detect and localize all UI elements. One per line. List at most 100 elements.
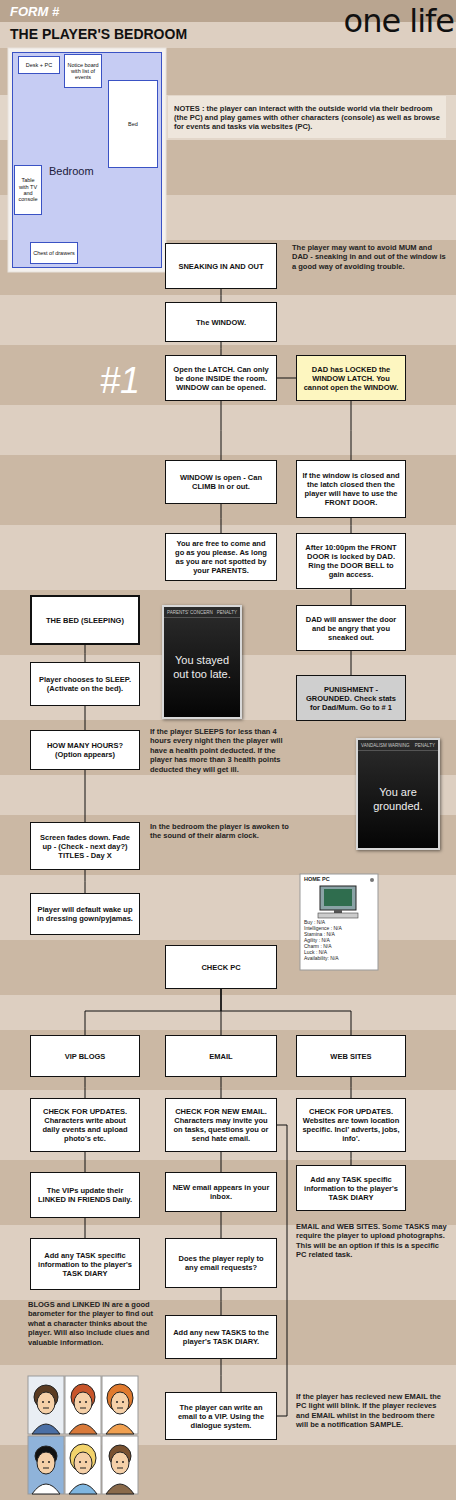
bands-part (0, 295, 456, 345)
icon-space (304, 883, 374, 919)
connector (221, 1152, 222, 1172)
vip-faces-part-part (102, 1436, 138, 1494)
connector (351, 589, 352, 605)
process-box: CHECK FOR UPDATES. Characters write abou… (30, 1098, 140, 1152)
process-box: Add any TASK specific information to the… (296, 1165, 406, 1211)
node-text: The player can write an email to a VIP. … (171, 1403, 271, 1430)
section-box: THE BED (SLEEPING) (30, 595, 140, 645)
room-area: BedroomDesk + PCNotice board with list o… (12, 52, 162, 268)
bands-part (0, 405, 456, 455)
annotation: BLOGS and LINKED IN are a good barometer… (28, 1300, 156, 1347)
node-text: Open the LATCH. Can only be done INSIDE … (171, 365, 271, 392)
process-box: Player will default wake up in dressing … (30, 893, 140, 935)
vip-faces-part-part (42, 1401, 44, 1403)
vip-faces-part-part (79, 1461, 81, 1463)
connector (221, 1359, 222, 1392)
node-text: Bed (128, 121, 138, 127)
connector (221, 989, 351, 1035)
vip-faces (28, 1376, 138, 1494)
pc-card (300, 874, 378, 970)
penalty-card: PARENTS' CONCERNPENALTYYou stayed out to… (162, 605, 242, 719)
process-box: DAD will answer the door and be angry th… (296, 605, 406, 651)
annotation: In the bedroom the player is awoken to t… (150, 822, 298, 841)
connector (277, 378, 296, 379)
vip-faces-part (65, 1376, 101, 1434)
connector (221, 504, 222, 533)
process-box: SNEAKING IN AND OUT (165, 243, 277, 289)
connector (221, 401, 222, 460)
connector (221, 342, 222, 355)
callout-number: #1 (100, 360, 160, 402)
bands-part (0, 1300, 456, 1365)
process-box: Screen fades down. Fade up - (Check - ne… (30, 822, 140, 870)
process-box: The player can write an email to a VIP. … (165, 1392, 277, 1440)
node-text: EMAIL (209, 1052, 232, 1061)
annotation: EMAIL and WEB SITES. Some TASKS may requ… (296, 1222, 448, 1260)
furniture-box: Chest of drawers (30, 242, 78, 264)
pc-card-part (318, 913, 358, 918)
process-box: Open the LATCH. Can only be done INSIDE … (165, 355, 277, 401)
pc-card-part (324, 889, 352, 906)
vip-faces-part-part (80, 1468, 86, 1469)
bands-part (0, 525, 456, 590)
connector (351, 1152, 352, 1165)
connector (277, 1125, 287, 1416)
logo-text: one life (318, 2, 454, 40)
highlight-box: DAD has LOCKED the WINDOW LATCH. You can… (296, 355, 406, 401)
vip-faces-part-part (32, 1484, 60, 1494)
bands-part (0, 1365, 456, 1445)
punishment-box: PUNISHMENT - GROUNDED. Check stats for D… (296, 675, 406, 721)
pc-card-part (370, 878, 374, 882)
vip-faces-part-part (37, 1392, 55, 1414)
node-subtext: Charm : N/A (304, 943, 374, 949)
node-text: The VIPs update their LINKED IN FRIENDS … (36, 1186, 134, 1204)
connector (351, 518, 352, 533)
node-subtext: PENALTY (217, 610, 237, 615)
page-title: THE PLAYER'S BEDROOM (10, 26, 310, 42)
vip-faces-part (102, 1436, 138, 1494)
process-box: Add any TASK specific information to the… (30, 1238, 140, 1290)
pc-card-part (320, 886, 356, 910)
connector (221, 1212, 222, 1238)
vip-faces-part-part (37, 1452, 55, 1474)
node-text: WINDOW is open - Can CLIMB in or out. (171, 473, 271, 491)
process-box: If the window is closed and the latch cl… (296, 460, 406, 518)
vip-faces-part-part (32, 1424, 60, 1434)
vip-faces-part-part (117, 1408, 123, 1409)
node-text: DAD has LOCKED the WINDOW LATCH. You can… (302, 365, 400, 392)
node-text: PUNISHMENT - GROUNDED. Check stats for D… (302, 685, 400, 712)
connector (221, 1077, 222, 1098)
card-header: VANDALISM WARNINGPENALTY (358, 740, 438, 751)
item-card: HOME PCBuy : N/AIntelligence : N/AStamin… (300, 874, 378, 970)
node-text: Player chooses to SLEEP. (Activate on th… (36, 675, 134, 693)
vip-faces-part-part (48, 1461, 50, 1463)
furniture-box: Table with TV and console (14, 165, 42, 215)
vip-faces-part-part (48, 1401, 50, 1403)
process-box: The VIPs update their LINKED IN FRIENDS … (30, 1172, 140, 1218)
node-subtext: Intelligence : N/A (304, 925, 374, 931)
node-text: You are free to come and go as you pleas… (171, 539, 271, 575)
bands-part (0, 48, 456, 95)
connector (351, 401, 352, 460)
vip-faces-part-part (69, 1484, 97, 1494)
bands-part (0, 1030, 456, 1090)
node-subtext: You stayed out too late. (164, 618, 240, 717)
vip-faces-part (28, 1436, 64, 1494)
vip-faces-part (102, 1376, 138, 1434)
connector (85, 870, 86, 893)
vip-faces-part-part (122, 1461, 124, 1463)
process-box: WINDOW is open - Can CLIMB in or out. (165, 460, 277, 504)
form-heading: FORM # (10, 4, 100, 19)
node-text: THE BED (SLEEPING) (46, 616, 124, 625)
node-text: Table with TV and console (16, 177, 40, 202)
bands-part (0, 940, 456, 995)
node-text: CHECK FOR NEW EMAIL. Characters may invi… (171, 1107, 271, 1143)
process-box: HOW MANY HOURS? (Option appears) (30, 730, 140, 770)
vip-faces-part-part (80, 1408, 86, 1409)
connector (85, 1218, 86, 1238)
vip-faces-part-part (111, 1392, 129, 1414)
node-text: Desk + PC (26, 62, 52, 68)
node-text: Player will default wake up in dressing … (36, 905, 134, 923)
